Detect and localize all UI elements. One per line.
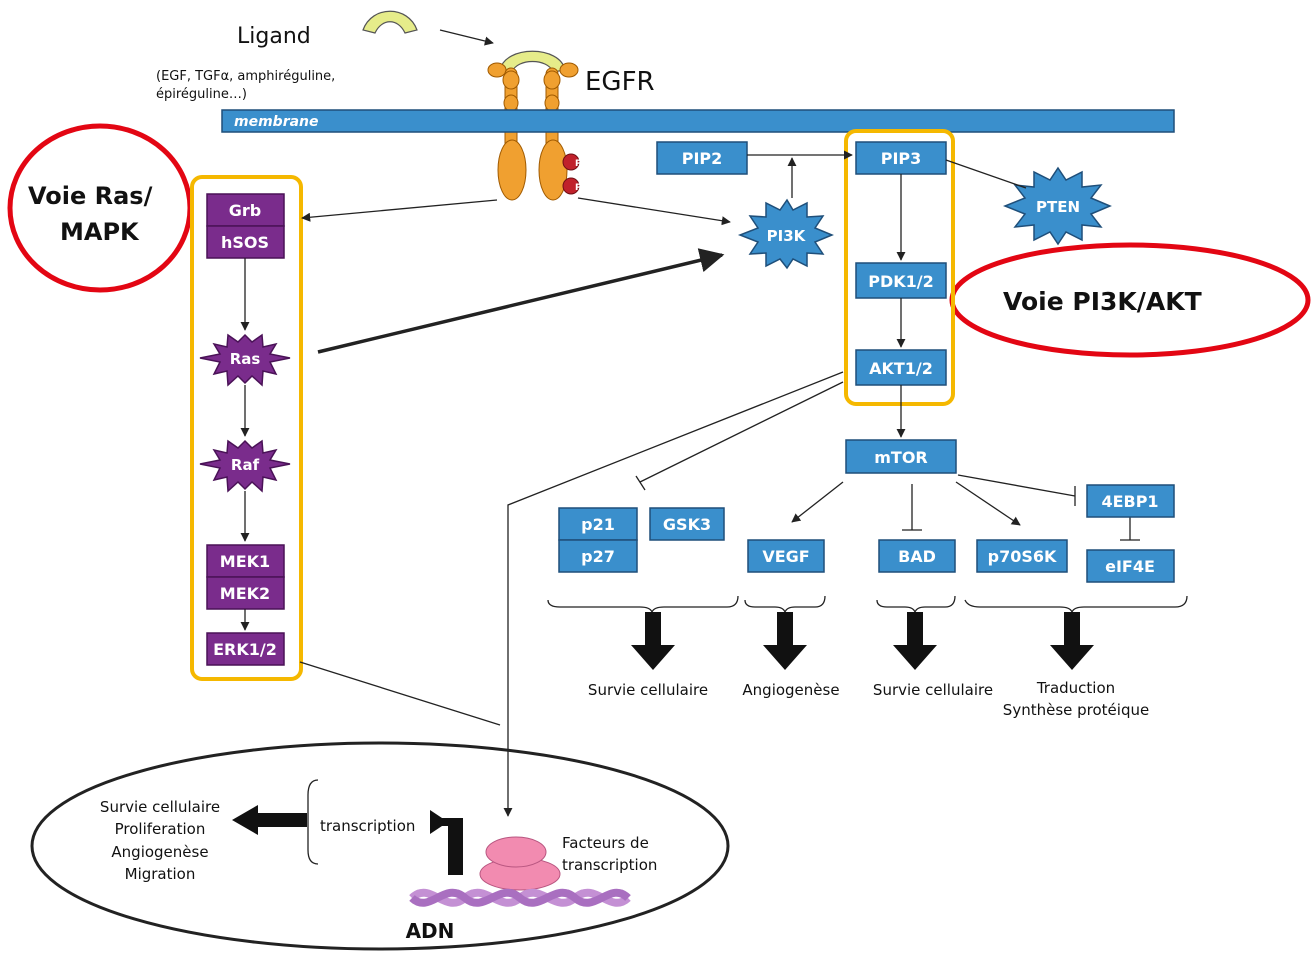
ras-label: Ras — [230, 350, 261, 368]
erk-node — [206, 632, 285, 666]
dna-helix-icon — [409, 888, 631, 907]
ras-pathway-box — [190, 175, 303, 681]
pi3k-label: PI3K — [767, 227, 807, 245]
pip2-label: PIP2 — [682, 149, 723, 168]
pten-label: PTEN — [1036, 198, 1080, 216]
pdk-node — [855, 262, 947, 299]
nucleus-effect-3: Angiogenèse — [111, 843, 208, 861]
p27-label: p27 — [581, 547, 615, 566]
ligand-examples-line2: épiréguline…) — [156, 87, 247, 102]
ras-pathway-label-line2: MAPK — [60, 218, 140, 246]
nucleus-effect-2: Proliferation — [115, 820, 206, 838]
ras-node — [199, 333, 291, 387]
eif4e-node — [1086, 549, 1175, 583]
p21-node — [558, 507, 638, 541]
4ebp1-label: 4EBP1 — [1101, 492, 1158, 511]
egfr-label: EGFR — [585, 67, 655, 97]
membrane-bar — [221, 109, 1175, 133]
factors-label-line2: transcription — [562, 856, 657, 874]
brace-survie-2 — [876, 595, 956, 614]
outcome-arrow-2 — [763, 612, 807, 670]
gsk3-node — [649, 507, 725, 541]
nucleus-effect-1: Survie cellulaire — [100, 798, 220, 816]
mek1-label: MEK1 — [220, 552, 270, 571]
p21-label: p21 — [581, 515, 615, 534]
nucleus — [30, 741, 730, 951]
phospho-label-2: P — [575, 183, 582, 193]
4ebp1-node — [1086, 484, 1175, 518]
grb-node — [206, 193, 285, 227]
outcome-arrow-3 — [893, 612, 937, 670]
mtor-label: mTOR — [874, 448, 928, 467]
pdk-label: PDK1/2 — [868, 272, 934, 291]
outcome-traduction-line2: Synthèse protéique — [1003, 701, 1149, 719]
pip3-label: PIP3 — [881, 149, 922, 168]
p27-node — [558, 539, 638, 573]
pi3k-pathway-box — [844, 129, 955, 406]
akt-node — [855, 349, 947, 386]
mtor-node — [845, 439, 957, 474]
akt-label: AKT1/2 — [869, 359, 933, 378]
factors-label-line1: Facteurs de — [562, 834, 649, 852]
gsk3-label: GSK3 — [663, 515, 711, 534]
ligand-examples-line1: (EGF, TGFα, amphiréguline, — [156, 69, 335, 84]
pi3k-node — [737, 198, 834, 270]
p70s6k-label: p70S6K — [988, 547, 1057, 566]
hsos-label: hSOS — [221, 233, 269, 252]
p70s6k-node — [976, 539, 1068, 573]
transcription-arrow — [430, 818, 463, 875]
vegf-node — [747, 539, 825, 573]
brace-traduction — [964, 595, 1188, 614]
membrane-label: membrane — [234, 114, 319, 130]
grb-label: Grb — [229, 201, 261, 220]
raf-label: Raf — [231, 456, 260, 474]
nucleus-effect-4: Migration — [125, 865, 196, 883]
brace-survie-1 — [547, 595, 739, 614]
brace-angio — [744, 595, 826, 614]
outcome-survie-2: Survie cellulaire — [873, 681, 993, 699]
vegf-label: VEGF — [762, 547, 809, 566]
hsos-node — [206, 225, 285, 259]
pip2-node — [656, 141, 748, 175]
ligand-icon — [362, 10, 418, 34]
raf-node — [199, 439, 291, 493]
transcription-factor-upper — [485, 836, 547, 868]
pi3k-pathway-label: Voie PI3K/AKT — [1003, 287, 1202, 316]
bad-node — [878, 539, 956, 573]
ras-pathway-label-line1: Voie Ras/ — [28, 182, 153, 210]
pten-node — [1002, 166, 1112, 246]
eif4e-label: eIF4E — [1105, 557, 1155, 576]
dna-label: ADN — [406, 919, 455, 943]
nucleus-brace — [307, 779, 319, 865]
outcome-survie-1: Survie cellulaire — [588, 681, 708, 699]
bad-label: BAD — [898, 547, 936, 566]
outcome-traduction-line1: Traduction — [1036, 679, 1115, 697]
nucleus-effects-arrow — [232, 805, 307, 835]
outcome-arrow-4 — [1050, 612, 1094, 670]
ligand-arrow — [439, 29, 494, 46]
pip3-node — [855, 141, 947, 175]
phospho-label-1: P — [575, 159, 582, 169]
outcome-arrow-1 — [631, 612, 675, 670]
ligand-title: Ligand — [237, 24, 311, 49]
erk-label: ERK1/2 — [213, 640, 277, 659]
mek2-label: MEK2 — [220, 584, 270, 603]
outcome-angio: Angiogenèse — [742, 681, 839, 699]
transcription-label: transcription — [320, 817, 415, 835]
